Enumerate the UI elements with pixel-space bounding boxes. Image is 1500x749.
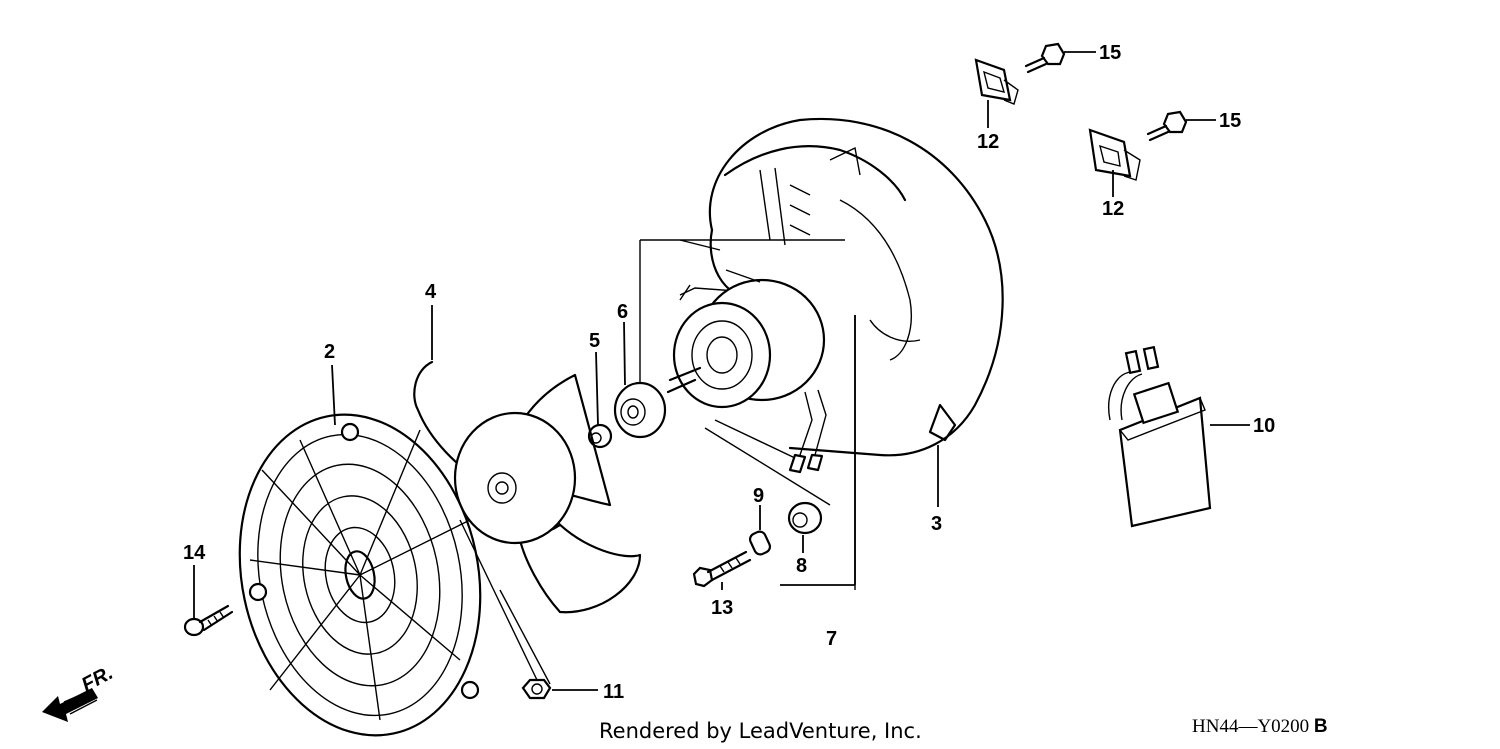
- nut-part-11: [459, 519, 552, 700]
- screw-part-14: [183, 604, 234, 637]
- callout-10: 10: [1253, 415, 1275, 437]
- fan-blade: [413, 360, 642, 614]
- motor-rubber-mount: [613, 381, 667, 439]
- callout-12-upper: 12: [977, 131, 999, 153]
- callout-6: 6: [617, 301, 628, 323]
- diagram-code: HN44—Y0200 B: [1192, 716, 1328, 737]
- callout-3: 3: [931, 513, 942, 535]
- fan-relay: [1108, 345, 1212, 528]
- callout-4: 4: [425, 281, 437, 303]
- front-direction-label: FR.: [78, 662, 117, 697]
- callout-15-upper: 15: [1099, 42, 1121, 64]
- collar-part-9: [748, 530, 772, 556]
- callout-7: 7: [826, 628, 837, 650]
- callout-5: 5: [589, 330, 600, 352]
- bolt-part-13: [692, 550, 752, 588]
- callout-13: 13: [711, 597, 733, 619]
- clip-part-12-lower: [1088, 128, 1141, 181]
- callout-11: 11: [603, 681, 624, 703]
- fan-motor: [639, 239, 856, 590]
- callout-2: 2: [324, 341, 335, 363]
- callout-14: 14: [183, 542, 206, 564]
- callout-15-lower: 15: [1219, 110, 1241, 132]
- callout-labels: 2 3 4 5 6 7 8 9 10 11 12 12 13 14 15 15: [183, 42, 1275, 703]
- leader-lines: [193, 51, 1250, 691]
- bolt-part-15-lower: [1146, 110, 1188, 142]
- callout-8: 8: [796, 555, 807, 577]
- rubber-part-8: [787, 501, 823, 535]
- revision-letter: B: [1314, 716, 1328, 737]
- credit-text: Rendered by LeadVenture, Inc.: [599, 719, 922, 743]
- clip-part-12-upper: [974, 58, 1019, 105]
- collar: [587, 423, 613, 449]
- bolt-part-15-upper: [1024, 42, 1066, 74]
- callout-9: 9: [753, 485, 764, 507]
- front-direction-arrow: FR.: [42, 662, 117, 722]
- fan-guard: [238, 413, 482, 737]
- callout-12-lower: 12: [1102, 198, 1124, 220]
